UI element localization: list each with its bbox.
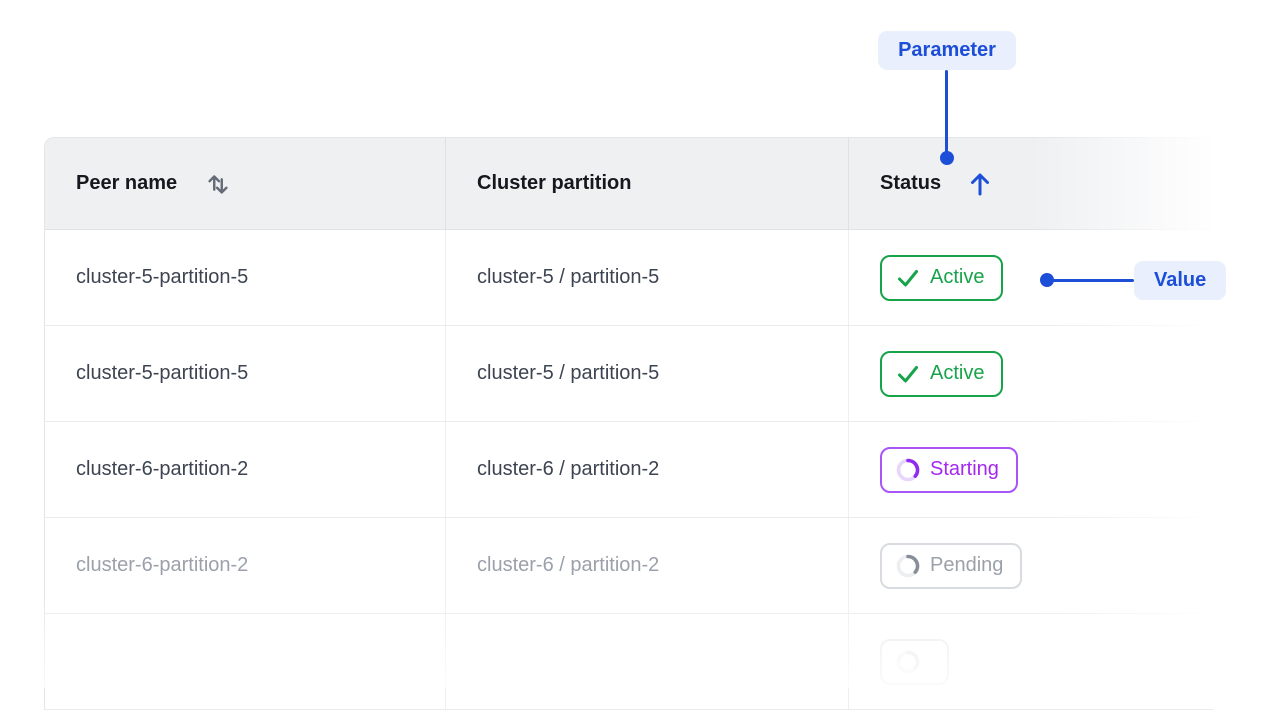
peers-table: Peer name Cluster partition Status clust… bbox=[44, 137, 1213, 710]
spinner-icon bbox=[895, 553, 921, 579]
table-row[interactable]: cluster-5-partition-5 cluster-5 / partiti… bbox=[45, 326, 1213, 422]
parameter-connector-dot bbox=[940, 151, 954, 165]
arrow-up-icon[interactable] bbox=[967, 170, 993, 197]
table-body: cluster-5-partition-5 cluster-5 / partiti… bbox=[45, 230, 1213, 710]
check-icon bbox=[895, 361, 921, 387]
column-header-label: Peer name bbox=[76, 172, 178, 194]
column-header-peer-name[interactable]: Peer name bbox=[45, 138, 446, 229]
status-cell: Starting bbox=[849, 422, 1213, 517]
spinner-icon bbox=[895, 649, 921, 675]
column-header-label: Status bbox=[880, 172, 942, 194]
cluster-partition-cell: cluster-5 / partition-5 bbox=[446, 326, 849, 421]
status-badge-label: Active bbox=[930, 266, 985, 288]
status-badge bbox=[880, 638, 949, 685]
check-icon bbox=[895, 265, 921, 291]
column-header-status[interactable]: Status bbox=[849, 138, 1213, 229]
table-row[interactable] bbox=[45, 614, 1213, 710]
peer-name-text: cluster-6-partition-2 bbox=[76, 554, 249, 576]
column-header-label: Cluster partition bbox=[477, 172, 632, 194]
parameter-annotation-label: Parameter bbox=[878, 31, 1016, 70]
peer-name-cell: cluster-5-partition-5 bbox=[45, 326, 446, 421]
cluster-partition-cell: cluster-6 / partition-2 bbox=[446, 422, 849, 517]
column-header-cluster-partition: Cluster partition bbox=[446, 138, 849, 229]
status-cell: Active bbox=[849, 326, 1213, 421]
cluster-partition-text: cluster-6 / partition-2 bbox=[477, 554, 660, 576]
table-row[interactable]: cluster-6-partition-2 cluster-6 / partiti… bbox=[45, 518, 1213, 614]
status-cell: Pending bbox=[849, 518, 1213, 613]
cluster-partition-cell: cluster-5 / partition-5 bbox=[446, 230, 849, 325]
table-row[interactable]: cluster-6-partition-2 cluster-6 / partiti… bbox=[45, 422, 1213, 518]
status-badge: Active bbox=[880, 350, 1004, 397]
parameter-connector-line bbox=[945, 70, 948, 153]
value-connector-line bbox=[1047, 279, 1134, 282]
cluster-partition-text: cluster-5 / partition-5 bbox=[477, 362, 660, 384]
cluster-partition-text: cluster-6 / partition-2 bbox=[477, 458, 660, 480]
peer-name-cell: cluster-6-partition-2 bbox=[45, 518, 446, 613]
cluster-partition-cell: cluster-6 / partition-2 bbox=[446, 518, 849, 613]
sort-both-icon[interactable] bbox=[203, 168, 233, 200]
peer-name-cell bbox=[45, 614, 446, 709]
table-header-row: Peer name Cluster partition Status bbox=[45, 138, 1213, 230]
peer-name-text: cluster-5-partition-5 bbox=[76, 266, 249, 288]
status-badge-label: Active bbox=[930, 362, 985, 384]
status-badge-label: Starting bbox=[930, 458, 999, 480]
value-annotation-text: Value bbox=[1154, 269, 1207, 291]
status-cell: Active bbox=[849, 230, 1213, 325]
status-badge-label: Pending bbox=[930, 554, 1004, 576]
table-row[interactable]: cluster-5-partition-5 cluster-5 / partiti… bbox=[45, 230, 1213, 326]
peer-name-cell: cluster-5-partition-5 bbox=[45, 230, 446, 325]
peer-name-cell: cluster-6-partition-2 bbox=[45, 422, 446, 517]
status-badge: Starting bbox=[880, 446, 1018, 493]
cluster-partition-cell bbox=[446, 614, 849, 709]
status-badge: Pending bbox=[880, 542, 1023, 589]
cluster-partition-text: cluster-5 / partition-5 bbox=[477, 266, 660, 288]
peer-name-text: cluster-6-partition-2 bbox=[76, 458, 249, 480]
status-cell bbox=[849, 614, 1213, 709]
value-annotation-label: Value bbox=[1134, 261, 1227, 300]
parameter-annotation-text: Parameter bbox=[898, 39, 996, 61]
peer-name-text: cluster-5-partition-5 bbox=[76, 362, 249, 384]
status-badge: Active bbox=[880, 254, 1004, 301]
spinner-icon bbox=[895, 457, 921, 483]
